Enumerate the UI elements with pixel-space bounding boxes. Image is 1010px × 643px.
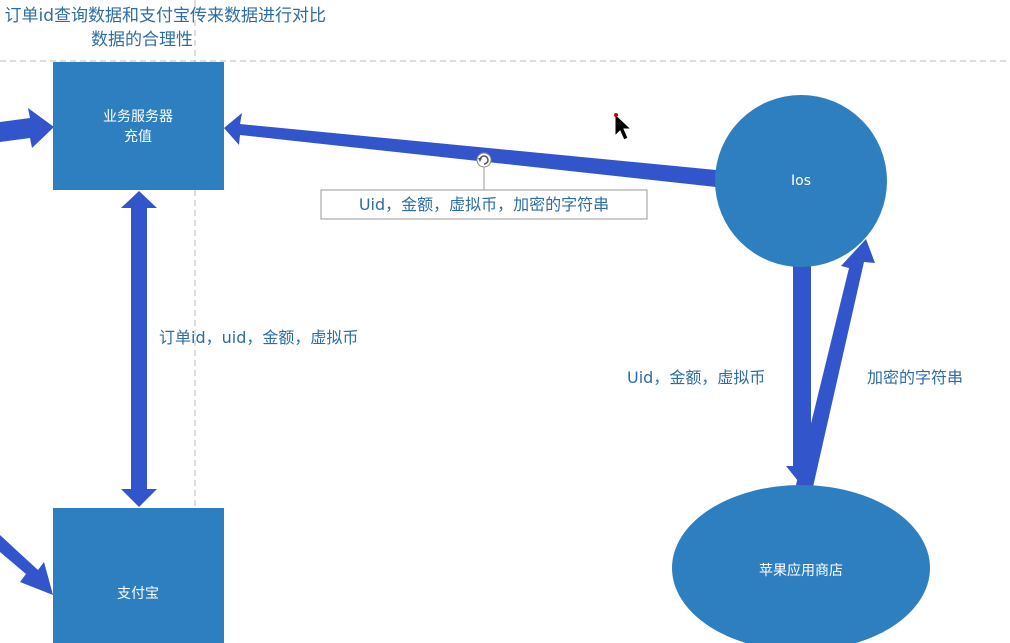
incoming-arrow-server — [0, 108, 54, 148]
edge-label-ios-to-store: Uid，金额，虚拟币 — [627, 368, 765, 387]
node-ios[interactable]: Ios — [715, 95, 887, 267]
business-server-box — [53, 62, 224, 190]
edge-label-ios-to-server-box[interactable]: Uid，金额，虚拟币，加密的字符串 — [320, 167, 648, 220]
mouse-pointer-icon — [614, 112, 633, 141]
ios-label: Ios — [791, 173, 811, 189]
edge-label-store-to-ios: 加密的字符串 — [867, 368, 963, 387]
edge-label-ios-to-server: Uid，金额，虚拟币，加密的字符串 — [359, 195, 609, 214]
app-store-ellipse — [672, 485, 930, 643]
arrow-store-to-ios — [796, 239, 875, 487]
app-store-label: 苹果应用商店 — [759, 562, 843, 579]
arrow-server-alipay — [121, 191, 157, 507]
title-line-1: 订单id查询数据和支付宝传来数据进行对比 — [4, 6, 326, 26]
business-server-label-2: 充值 — [124, 129, 152, 145]
edge-label-textbox — [320, 189, 648, 220]
rotate-handle-icon[interactable] — [476, 152, 492, 168]
business-server-label-1: 业务服务器 — [103, 109, 173, 125]
edge-label-server-alipay: 订单id，uid，金额，虚拟币 — [159, 328, 358, 347]
node-alipay[interactable]: 支付宝 — [53, 508, 224, 643]
incoming-arrow-alipay — [0, 535, 53, 595]
node-app-store[interactable]: 苹果应用商店 — [672, 485, 930, 643]
arrow-ios-to-server — [224, 113, 716, 187]
ios-circle — [715, 95, 887, 267]
node-business-server[interactable]: 业务服务器 充值 — [53, 62, 224, 190]
alipay-label: 支付宝 — [117, 586, 159, 602]
alipay-box — [53, 508, 224, 643]
title-line-2: 数据的合理性 — [91, 30, 193, 50]
